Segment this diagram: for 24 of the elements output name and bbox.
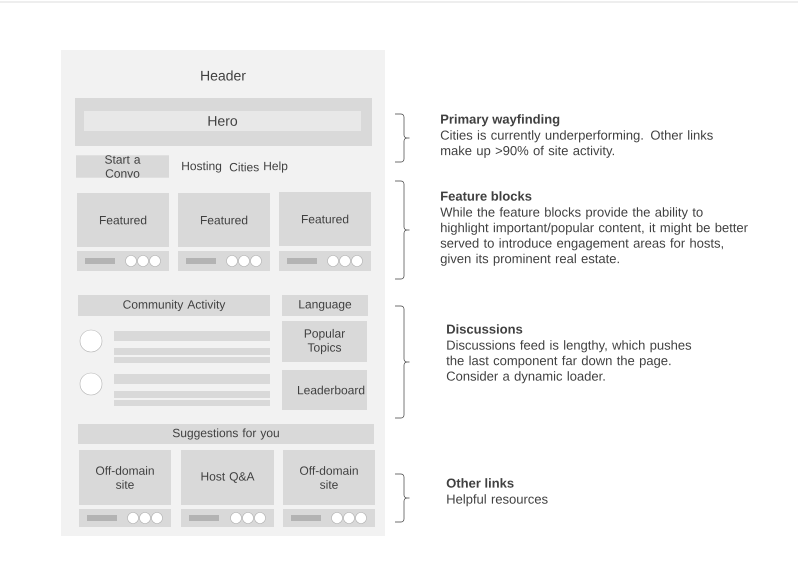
annotation-heading: Primary wayfinding <box>441 114 560 126</box>
featured-block: Featured <box>77 193 169 247</box>
topics-box: Popular Topics <box>282 321 367 362</box>
section-header: Community Activity <box>78 295 270 316</box>
annotation-text: While the feature blocks provide the ability to highlight important/popular content, it might be better served to introduce engagement areas for hosts, given its prominent real estate. <box>440 207 748 266</box>
annotation-heading: Other links <box>446 478 514 488</box>
featured-block: Featured <box>279 192 371 246</box>
annotation-text: Helpful resources <box>447 494 548 506</box>
annotation-text: Discussions feed is lengthy, which pushes the last component far down the page. Consider a dynamic loader. <box>446 340 692 384</box>
nav-link: Hosting <box>182 161 222 173</box>
nav-link: Cities <box>230 162 259 172</box>
annotation-text: Cities is currently underperforming. Other links make up >90% of site activity. <box>440 130 713 158</box>
suggestion-card: Host Q&A <box>181 450 274 505</box>
hero-bar: Hero <box>84 111 361 131</box>
start-button: Start a Convo <box>76 155 169 178</box>
suggestion-card: Off-domain site <box>283 450 375 505</box>
featured-block: Featured <box>178 193 270 247</box>
annotation-heading: Feature blocks <box>441 191 532 201</box>
language-box: Language <box>282 295 368 316</box>
section-header: Suggestions for you <box>78 424 374 444</box>
annotation-heading: Discussions <box>447 324 522 334</box>
leaderboard-box: Leaderboard <box>282 370 367 410</box>
nav-link: Help <box>264 161 288 173</box>
suggestion-card: Off-domain site <box>79 450 171 505</box>
